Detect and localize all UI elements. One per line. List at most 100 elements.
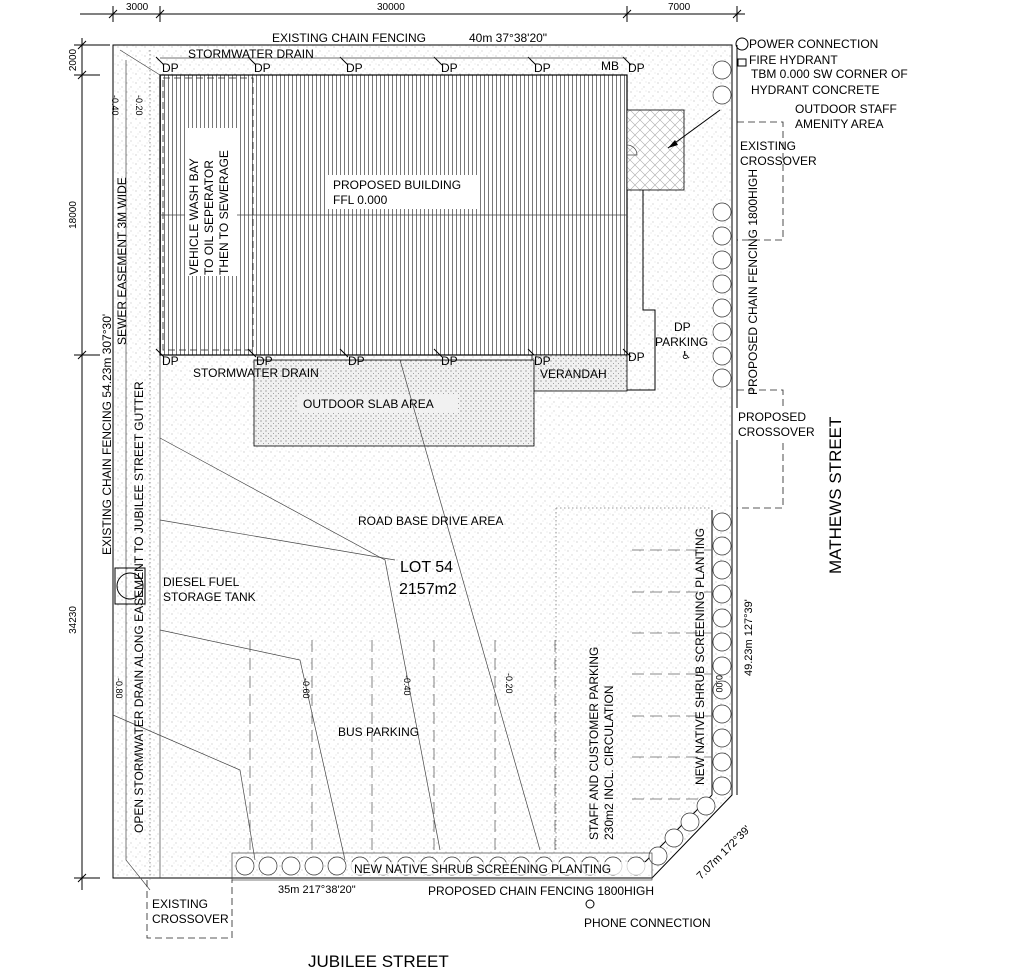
west-easement-label: SEWER EASEMENT 3M WIDE: [115, 177, 129, 345]
dp-label: DP: [162, 61, 179, 75]
staff-parking-lines: [555, 507, 712, 850]
amenity-leader: [667, 109, 721, 149]
north-bearing-label: 40m 37°38'20": [469, 31, 547, 45]
level-label: -0.40: [402, 675, 412, 696]
level-label: 0.00: [714, 675, 724, 693]
lot-boundary: [112, 44, 733, 879]
west-fence-label: EXISTING CHAIN FENCING 54.23m 307°30': [100, 314, 114, 555]
jubilee-street-label: JUBILEE STREET: [308, 952, 449, 971]
power-label: POWER CONNECTION: [749, 37, 878, 51]
tbm-label-1: TBM 0.000 SW CORNER OF: [751, 67, 908, 81]
wheelchair-icon: ♿: [681, 350, 691, 362]
dp-label: DP: [441, 354, 458, 368]
dim-34230: 34230: [68, 606, 79, 634]
level-label: -0.40: [110, 95, 120, 116]
washbay-line2: TO OIL SEPERATOR: [202, 160, 216, 275]
dp-label: DP: [162, 354, 179, 368]
dp-parking-label-2: PARKING: [655, 335, 708, 349]
washbay-label-bg: [185, 128, 237, 276]
dp-label: DP: [628, 350, 645, 364]
mb-label: MB: [601, 59, 619, 73]
existing-crossover-east: [737, 121, 784, 241]
fall-line-nw: [119, 49, 161, 76]
east-fence-label: PROPOSED CHAIN FENCING 1800HIGH: [746, 169, 760, 395]
level-label: -0.20: [504, 673, 514, 694]
dim-7000: 7000: [668, 2, 691, 13]
washbay-line1: VEHICLE WASH BAY: [187, 158, 201, 275]
downpipe-marks: [155, 56, 632, 358]
sw-crossover-label-1: EXISTING: [152, 897, 208, 911]
east-shrubs-bottom: [648, 512, 732, 866]
dp-label: DP: [348, 354, 365, 368]
staff-parking-label-2: 230m2 INCL. CIRCULATION: [602, 686, 616, 840]
dim-3000: 3000: [126, 2, 149, 13]
wash-bay: [162, 77, 254, 351]
path-outline: [627, 190, 656, 391]
dp-label: DP: [256, 354, 273, 368]
lot-area-label: 2157m2: [399, 581, 457, 598]
dp-parking-label-1: DP: [674, 320, 691, 334]
existing-crossover-label-1: EXISTING: [740, 139, 796, 153]
east-bearing-label: 49.23m 127°39': [743, 599, 755, 676]
diesel-label-2: STORAGE TANK: [163, 590, 256, 604]
proposed-crossover-label-1: PROPOSED: [738, 410, 806, 424]
phone-icon: [585, 899, 595, 909]
south-bearing-label: 35m 217°38'20": [278, 884, 356, 896]
washbay-line3: THEN TO SEWERAGE: [217, 150, 231, 275]
east-shrub-label: NEW NATIVE SHRUB SCREENING PLANTING: [693, 528, 707, 785]
existing-crossover-label-2: CROSSOVER: [740, 154, 817, 168]
level-label: -0.80: [114, 678, 124, 699]
drain-top-label: STORMWATER DRAIN: [188, 47, 314, 61]
dp-label: DP: [534, 61, 551, 75]
mathews-street-label: MATHEWS STREET: [826, 417, 845, 574]
south-shrub-bg: [350, 862, 650, 875]
proposed-crossover-bg: [736, 408, 826, 440]
top-dimension: 3000 30000 7000: [80, 2, 745, 22]
drain-line: [125, 60, 151, 891]
dp-label: DP: [441, 61, 458, 75]
amenity-label-2: AMENITY AREA: [795, 117, 883, 131]
diesel-label-1: DIESEL FUEL: [163, 575, 240, 589]
hydrant-label: FIRE HYDRANT: [749, 53, 838, 67]
staff-parking-label-1: STAFF AND CUSTOMER PARKING: [587, 647, 601, 840]
building-label-bg: [328, 175, 480, 209]
north-label-bg: [270, 30, 588, 44]
bus-parking-label: BUS PARKING: [338, 725, 419, 739]
fall-lines: [112, 359, 541, 861]
south-fence-label: PROPOSED CHAIN FENCING 1800HIGH: [428, 884, 654, 898]
dim-18000: 18000: [68, 201, 79, 229]
building-ffl: FFL 0.000: [333, 193, 388, 207]
dp-label: DP: [534, 354, 551, 368]
dp-label: DP: [346, 61, 363, 75]
east-shrubs-top: [712, 60, 732, 388]
lot-number: LOT 54: [400, 559, 453, 576]
diesel-tank: [114, 567, 146, 605]
building-title: PROPOSED BUILDING: [333, 178, 461, 192]
level-label: -0.60: [301, 678, 311, 699]
verandah-label: VERANDAH: [540, 367, 607, 381]
dp-label: DP: [254, 61, 271, 75]
dim-30000: 30000: [377, 2, 405, 13]
proposed-crossover-east: [737, 389, 784, 509]
west-drain-label: OPEN STORMWATER DRAIN ALONG EASEMENT TO …: [132, 381, 146, 833]
amenity-area: [626, 109, 685, 191]
power-icon: [735, 37, 749, 51]
door-swing: [626, 144, 638, 156]
sw-crossover-label-2: CROSSOVER: [152, 912, 229, 926]
hydrant-icon: [737, 58, 747, 67]
verandah: [531, 354, 628, 392]
proposed-crossover-label-2: CROSSOVER: [738, 425, 815, 439]
tbm-label-2: HYDRANT CONCRETE: [751, 83, 879, 97]
level-label: -0.20: [134, 95, 144, 116]
amenity-arrow: [668, 140, 678, 148]
road-base-label: ROAD BASE DRIVE AREA: [358, 514, 503, 528]
sw-crossover: [146, 880, 233, 939]
corner-bearing-label: 7.07m 172°39': [695, 824, 753, 882]
slab-label-bg: [298, 394, 458, 412]
left-dimension: 2000 18000 34230: [68, 38, 110, 890]
dp-label: DP: [628, 61, 645, 75]
south-shrub-label: NEW NATIVE SHRUB SCREENING PLANTING: [354, 862, 611, 876]
amenity-label-1: OUTDOOR STAFF: [795, 102, 897, 116]
dim-2000: 2000: [68, 48, 79, 71]
